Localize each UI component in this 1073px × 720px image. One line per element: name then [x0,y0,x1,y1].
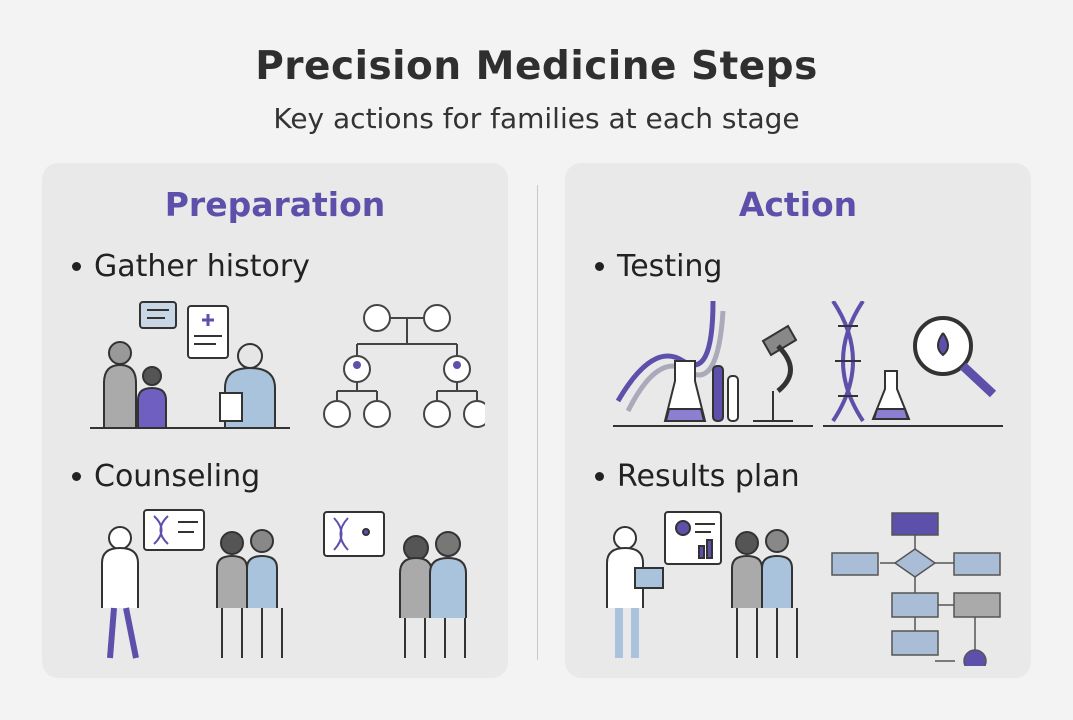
step-testing: Testing [595,249,722,284]
page-subtitle: Key actions for families at each stage [273,102,800,135]
step-label: Testing [617,249,723,284]
page-title: Precision Medicine Steps [255,44,818,89]
step-label: Results plan [617,459,800,494]
preparation-panel: Preparation Gather history Counseling [42,163,508,678]
bullet-icon [595,262,604,271]
step-gather-history: Gather history [72,249,310,284]
step-label: Gather history [94,249,310,284]
family-tree-icon [323,304,485,428]
family-counseling-illustration [323,511,467,658]
dna-analysis-illustration [823,301,1003,427]
divider [537,185,538,660]
genetic-counselor-illustration [101,509,283,659]
bullet-icon [72,262,81,271]
bullet-icon [72,472,81,481]
care-plan-flowchart-icon [831,512,1001,666]
panel-heading: Preparation [164,185,386,224]
step-counseling: Counseling [72,459,260,494]
dna-lab-illustration [613,301,813,427]
bullet-icon [595,472,604,481]
results-review-illustration [606,511,798,658]
family-consultation-illustration [90,301,290,429]
action-panel: Action Testing Results plan [565,163,1031,678]
step-label: Counseling [94,459,261,494]
step-results-plan: Results plan [595,459,800,494]
panel-heading: Action [738,185,858,224]
